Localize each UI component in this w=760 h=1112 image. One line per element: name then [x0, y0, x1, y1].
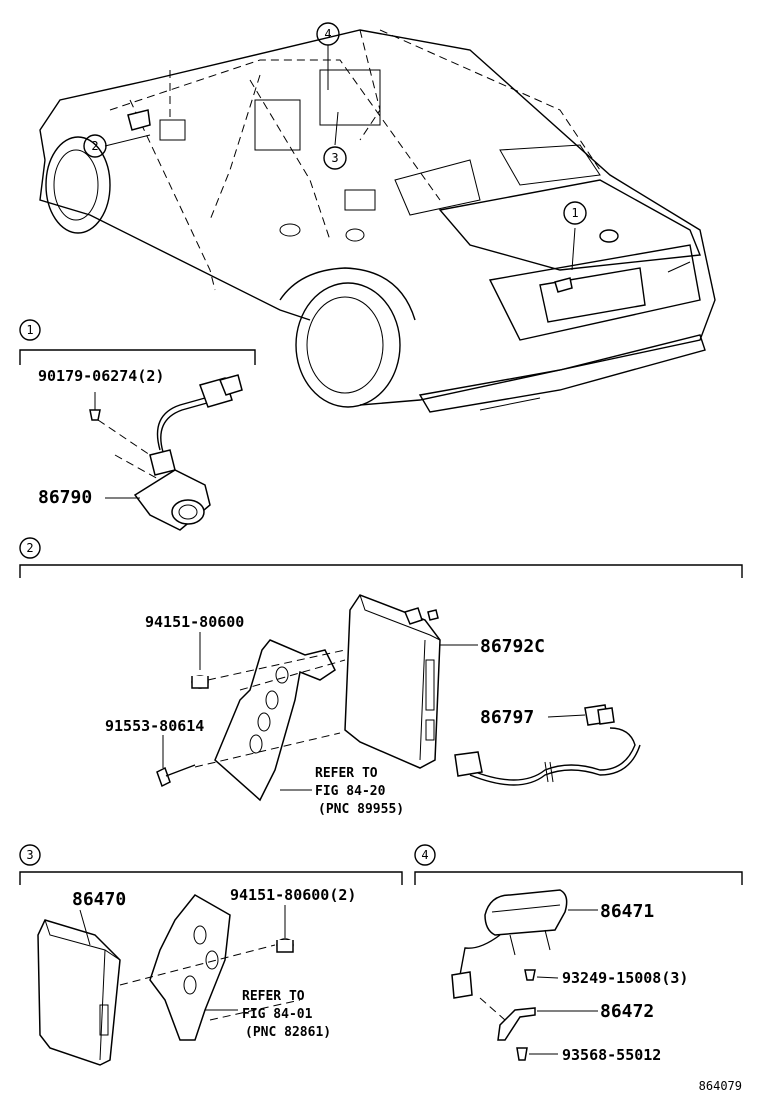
bracket-icon-3 — [149, 894, 231, 1041]
bracket-icon-4 — [497, 1007, 536, 1041]
camera-cable — [156, 397, 206, 451]
part-86792C[interactable]: 86792C — [480, 636, 545, 657]
screw2-icon-4 — [516, 1047, 528, 1061]
section-2-marker-circle — [19, 537, 41, 559]
callout-1-label: 1 — [571, 206, 578, 220]
screw-icon — [89, 409, 101, 421]
sensor-wire — [459, 934, 501, 976]
callout-4-car[interactable]: 4 — [316, 22, 340, 46]
refer-pnc-label-3: (PNC 82861) — [245, 1025, 331, 1040]
sensor-connector-icon — [451, 971, 473, 999]
section-4-marker-circle — [414, 844, 436, 866]
section-4-marker: 4 — [421, 848, 428, 862]
connector-icon — [199, 374, 243, 408]
section-1-marker-circle — [19, 319, 41, 341]
part-86470[interactable]: 86470 — [72, 889, 126, 910]
section-2-bracket — [19, 564, 743, 578]
section-3: 3 86470 94151-80600(2) REFER TO FIG 84-0… — [19, 844, 403, 1066]
camera-icon — [133, 449, 211, 531]
refer-fig-label[interactable]: FIG 84-20 — [315, 784, 386, 799]
section-4: 4 86471 93249-15008(3) 86472 93568-55012 — [414, 844, 743, 1064]
refer-pnc-label: (PNC 89955) — [318, 802, 404, 817]
module-box-icon — [37, 919, 121, 1066]
refer-to-label-3: REFER TO — [242, 989, 305, 1004]
callout-1-car[interactable]: 1 — [563, 201, 587, 225]
car-illustration — [39, 29, 716, 413]
part-94151-80600-2[interactable]: 94151-80600(2) — [230, 886, 356, 904]
section-1-bracket — [19, 349, 256, 365]
section-3-marker: 3 — [26, 848, 33, 862]
part-86790[interactable]: 86790 — [38, 487, 92, 508]
refer-to-label: REFER TO — [315, 766, 378, 781]
figure-id: 864079 — [699, 1079, 742, 1093]
section-1-marker: 1 — [26, 323, 33, 337]
callout-3-car[interactable]: 3 — [323, 146, 347, 170]
ecu-box-icon — [344, 594, 441, 769]
part-93249-15008[interactable]: 93249-15008(3) — [562, 969, 688, 987]
callout-4-label: 4 — [324, 27, 331, 41]
section-1: 1 90179-06274(2) 86790 — [19, 319, 256, 531]
part-91553-80614[interactable]: 91553-80614 — [105, 717, 204, 735]
part-93568-55012[interactable]: 93568-55012 — [562, 1046, 661, 1064]
bolt-icon — [156, 764, 196, 788]
nut-icon-3 — [276, 938, 294, 953]
cable-icon — [454, 704, 641, 786]
section-4-bracket — [414, 871, 743, 885]
bracket-icon — [214, 639, 336, 802]
section-3-bracket — [19, 871, 403, 885]
part-86797[interactable]: 86797 — [480, 707, 534, 728]
part-86472[interactable]: 86472 — [600, 1001, 654, 1022]
callout-3-label: 3 — [331, 151, 338, 165]
part-90179-06274[interactable]: 90179-06274(2) — [38, 367, 164, 385]
nut-icon — [191, 675, 209, 689]
section-2-marker: 2 — [26, 541, 33, 555]
callout-2-label: 2 — [91, 139, 98, 153]
section-3-marker-circle — [19, 844, 41, 866]
sensor-housing-icon — [484, 889, 568, 956]
refer-fig-label-3[interactable]: FIG 84-01 — [242, 1007, 313, 1022]
section-2: 2 94151-80600 91553-80614 86792C 86797 R… — [19, 537, 743, 817]
part-86471[interactable]: 86471 — [600, 901, 654, 922]
callout-2-car[interactable]: 2 — [83, 134, 107, 158]
screw-icon-4 — [524, 969, 536, 981]
part-94151-80600[interactable]: 94151-80600 — [145, 613, 244, 631]
